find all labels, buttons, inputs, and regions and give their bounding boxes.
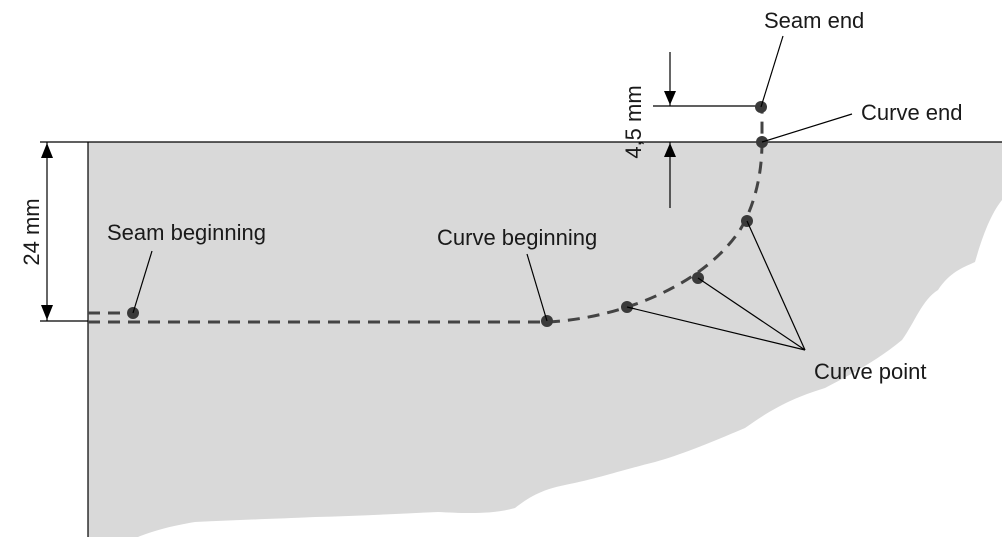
fabric-piece [88, 142, 1002, 537]
seam-beginning-label: Seam beginning [107, 220, 266, 245]
curve-end-label: Curve end [861, 100, 963, 125]
dim-4-5-arrow-top [664, 91, 676, 105]
seam-end-leader [760, 35, 784, 108]
dim-24-arrow-top [41, 143, 53, 158]
seam-line [88, 106, 764, 324]
curve-point-label: Curve point [814, 359, 927, 384]
curve-beginning-label: Curve beginning [437, 225, 597, 250]
dim-24-label: 24 mm [19, 198, 44, 265]
dim-4-5-arrow-bottom [664, 143, 676, 157]
seam-end-label: Seam end [764, 8, 864, 33]
curve-end-leader [761, 113, 853, 143]
seam-beginning-leader [132, 250, 153, 314]
curve-point-leader-2 [697, 277, 806, 351]
dim-4-5-label: 4,5 mm [621, 85, 646, 158]
curve-point-leader-3 [746, 220, 806, 351]
curve-point-leader-1 [626, 306, 806, 351]
curve-beginning-leader [526, 253, 548, 322]
dim-24-arrow-bottom [41, 305, 53, 320]
